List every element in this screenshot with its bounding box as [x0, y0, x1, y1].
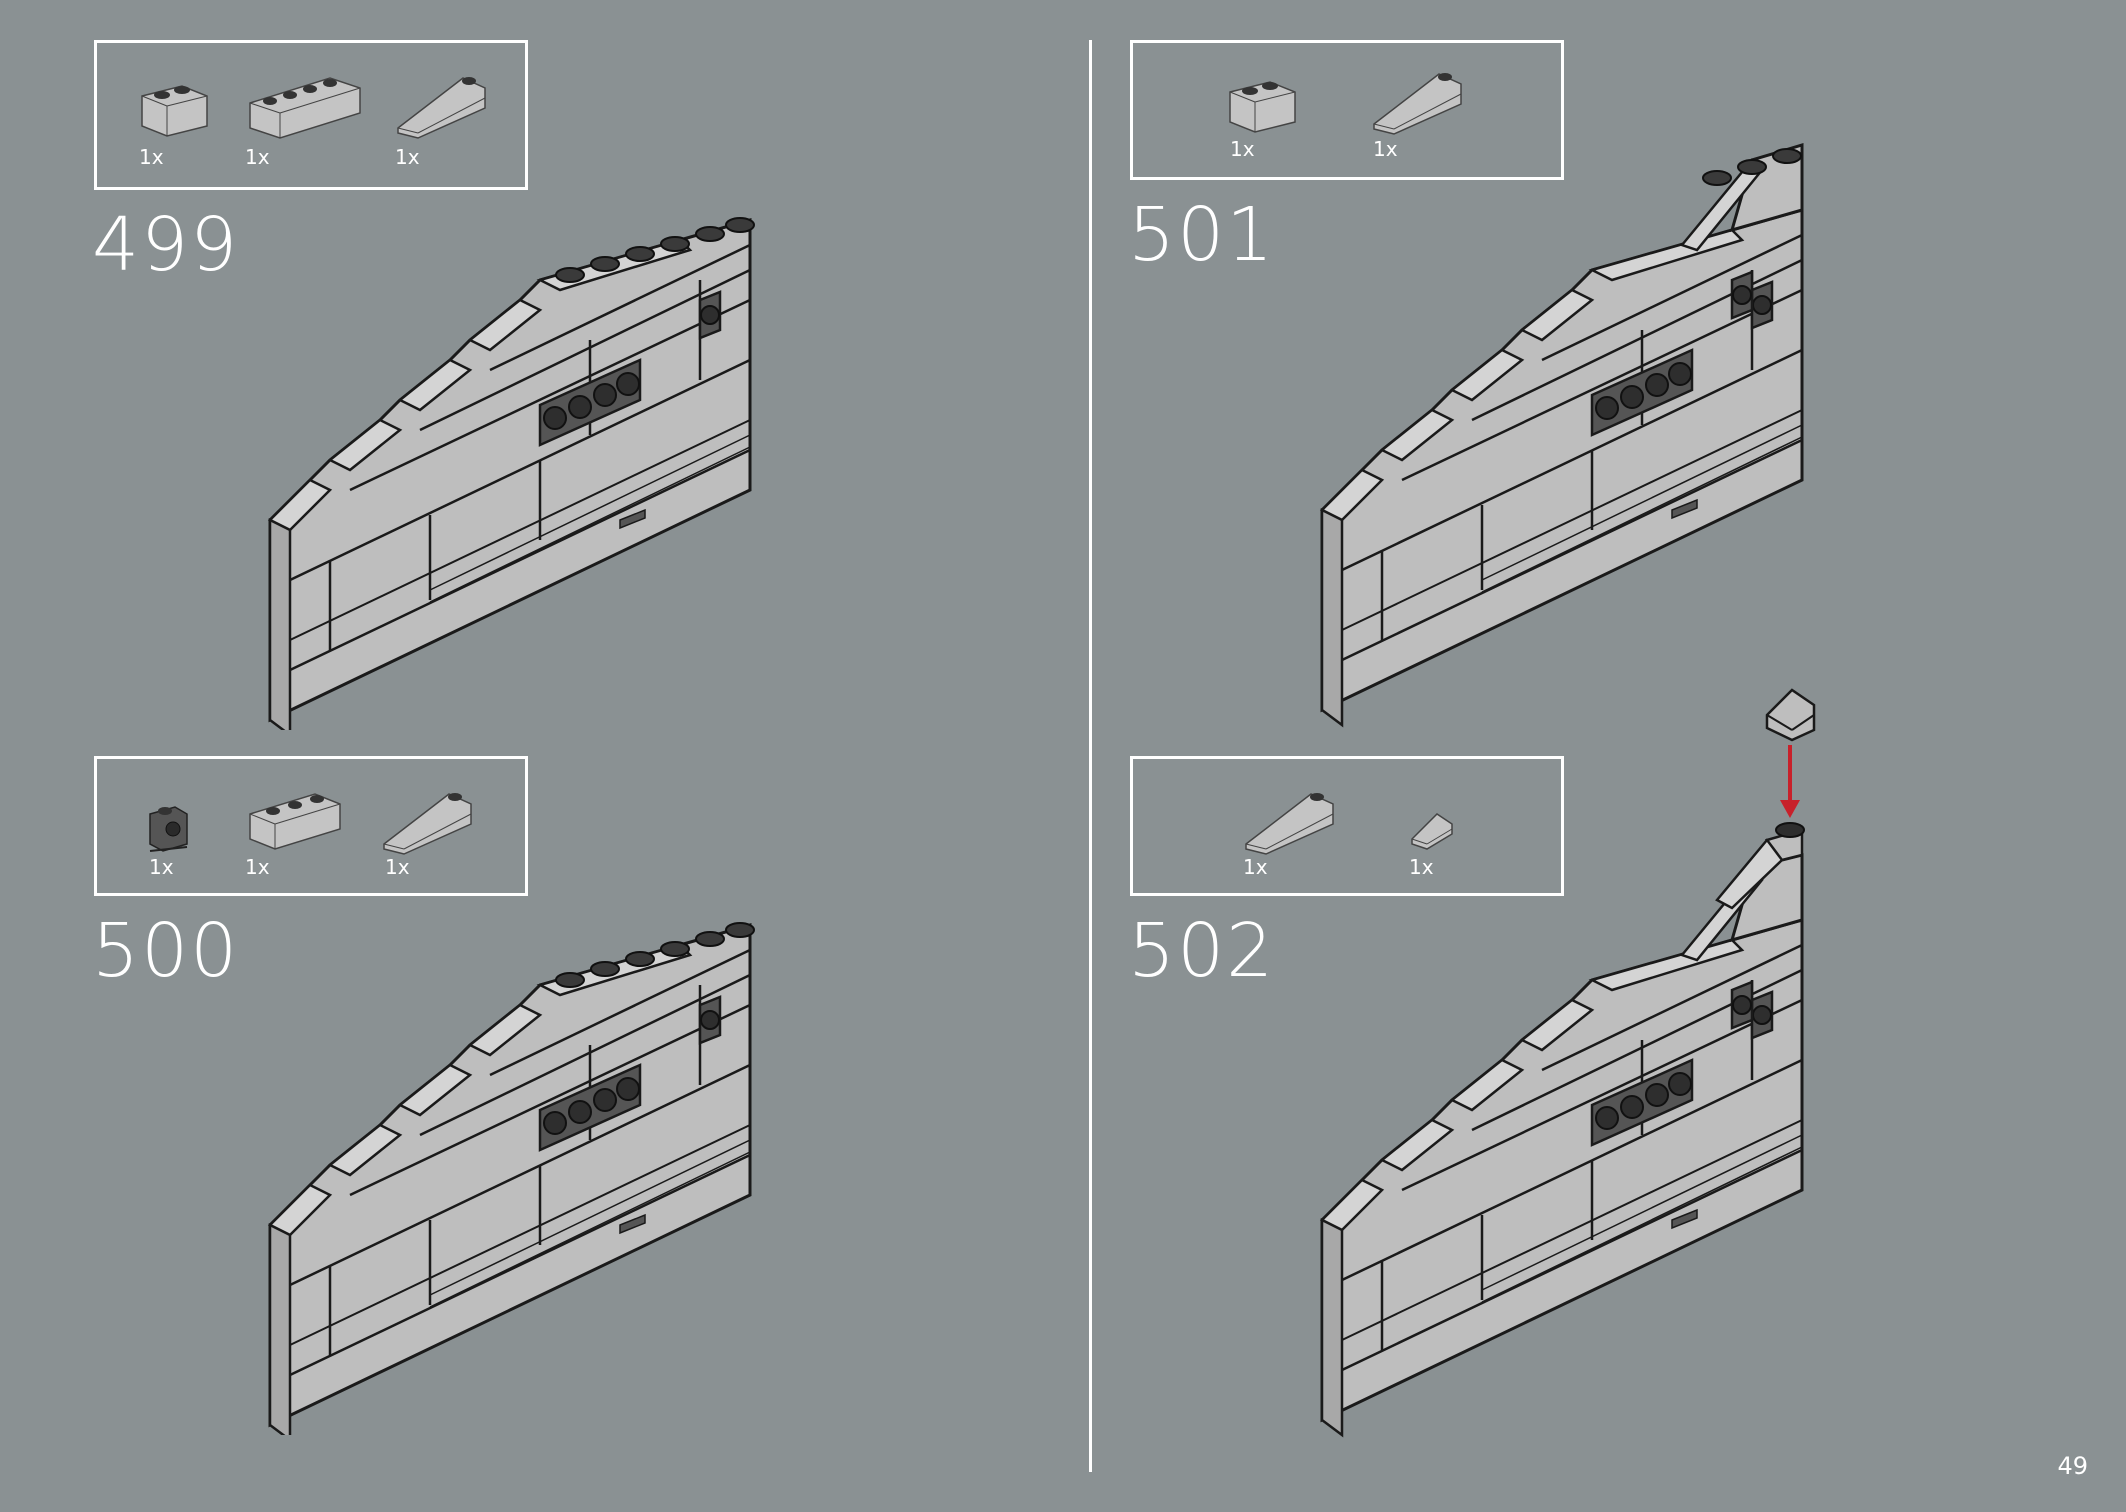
- part-qty: 1x: [149, 855, 174, 879]
- bracket-brick-1x1-dark-icon: [149, 806, 188, 852]
- part-qty: 1x: [1243, 855, 1268, 879]
- step-number: 502: [1128, 908, 1276, 994]
- wall-model-step-499: [268, 217, 755, 730]
- page-divider: [1089, 40, 1092, 1472]
- step-number: 499: [92, 202, 240, 288]
- part-qty: 1x: [139, 145, 164, 169]
- slope-1x3-icon: [1245, 793, 1334, 855]
- step-number: 500: [92, 908, 240, 994]
- slope-1x3-icon: [1373, 73, 1462, 135]
- part-qty: 1x: [385, 855, 410, 879]
- part-qty: 1x: [245, 145, 270, 169]
- slope-1x1-icon: [1411, 813, 1453, 850]
- part-qty: 1x: [245, 855, 270, 879]
- slope-1x3-icon: [383, 793, 472, 855]
- slope-1x3-icon: [397, 77, 486, 139]
- parts-box-step-501: 1x 1x: [1130, 40, 1564, 180]
- parts-box-step-499: 1x 1x 1x: [94, 40, 528, 190]
- wall-model-step-501: [1320, 142, 1804, 727]
- parts-box-step-500: 1x 1x 1x: [94, 756, 528, 896]
- brick-1x2-icon: [141, 85, 208, 137]
- part-qty: 1x: [1373, 137, 1398, 161]
- brick-1x2-icon: [1229, 81, 1296, 133]
- part-qty: 1x: [395, 145, 420, 169]
- page-number: 49: [2057, 1452, 2088, 1480]
- wall-model-step-502: [1320, 688, 1816, 1437]
- brick-1x3-icon: [249, 793, 341, 850]
- wall-model-step-500: [268, 922, 755, 1435]
- part-qty: 1x: [1230, 137, 1255, 161]
- brick-1x4-icon: [249, 77, 361, 139]
- parts-box-step-502: 1x 1x: [1130, 756, 1564, 896]
- step-number: 501: [1128, 192, 1276, 278]
- part-qty: 1x: [1409, 855, 1434, 879]
